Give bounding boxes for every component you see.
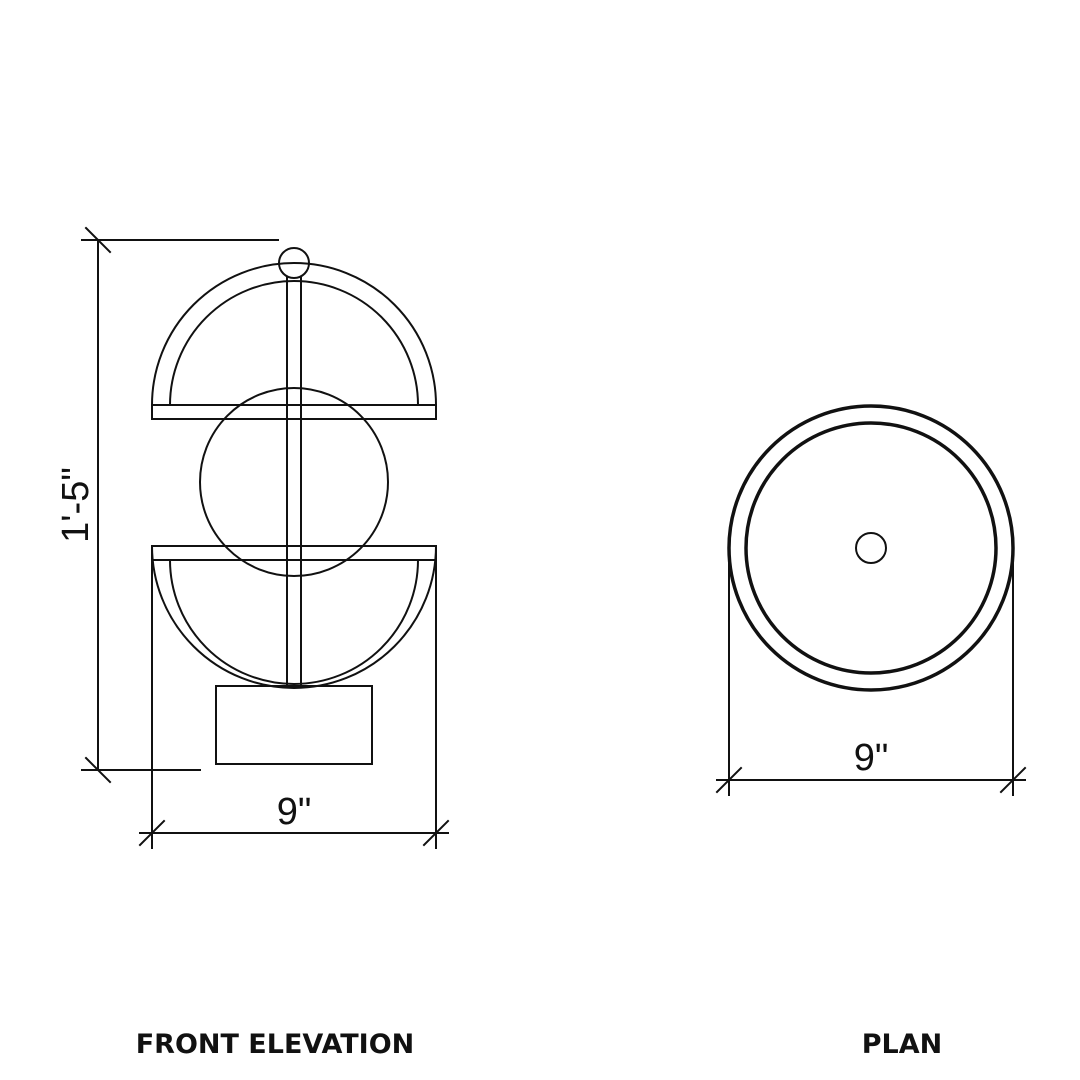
plan-stem-dot: [855, 532, 887, 564]
upper-dome: [150, 262, 438, 420]
base-block: [215, 685, 373, 765]
plan-title: PLAN: [862, 1029, 943, 1060]
height-dimension: [81, 226, 279, 784]
center-globe: [199, 387, 389, 577]
front-elevation-title: FRONT ELEVATION: [136, 1029, 415, 1060]
center-stem: [286, 277, 302, 687]
height-dimension-label: 1'-5": [55, 467, 97, 543]
width-dimension: [138, 552, 450, 849]
front-elevation-view: 1'-5" 9" FRONT ELEVATION: [55, 226, 450, 1060]
plan-inner-ring: [744, 421, 998, 675]
diameter-dimension: [715, 554, 1027, 796]
width-dimension-label: 9": [277, 791, 312, 833]
lower-bowl: [150, 544, 438, 689]
plan-view: 9" PLAN: [715, 404, 1027, 1060]
diameter-dimension-label: 9": [854, 737, 889, 779]
plan-outer-ring: [727, 404, 1015, 692]
